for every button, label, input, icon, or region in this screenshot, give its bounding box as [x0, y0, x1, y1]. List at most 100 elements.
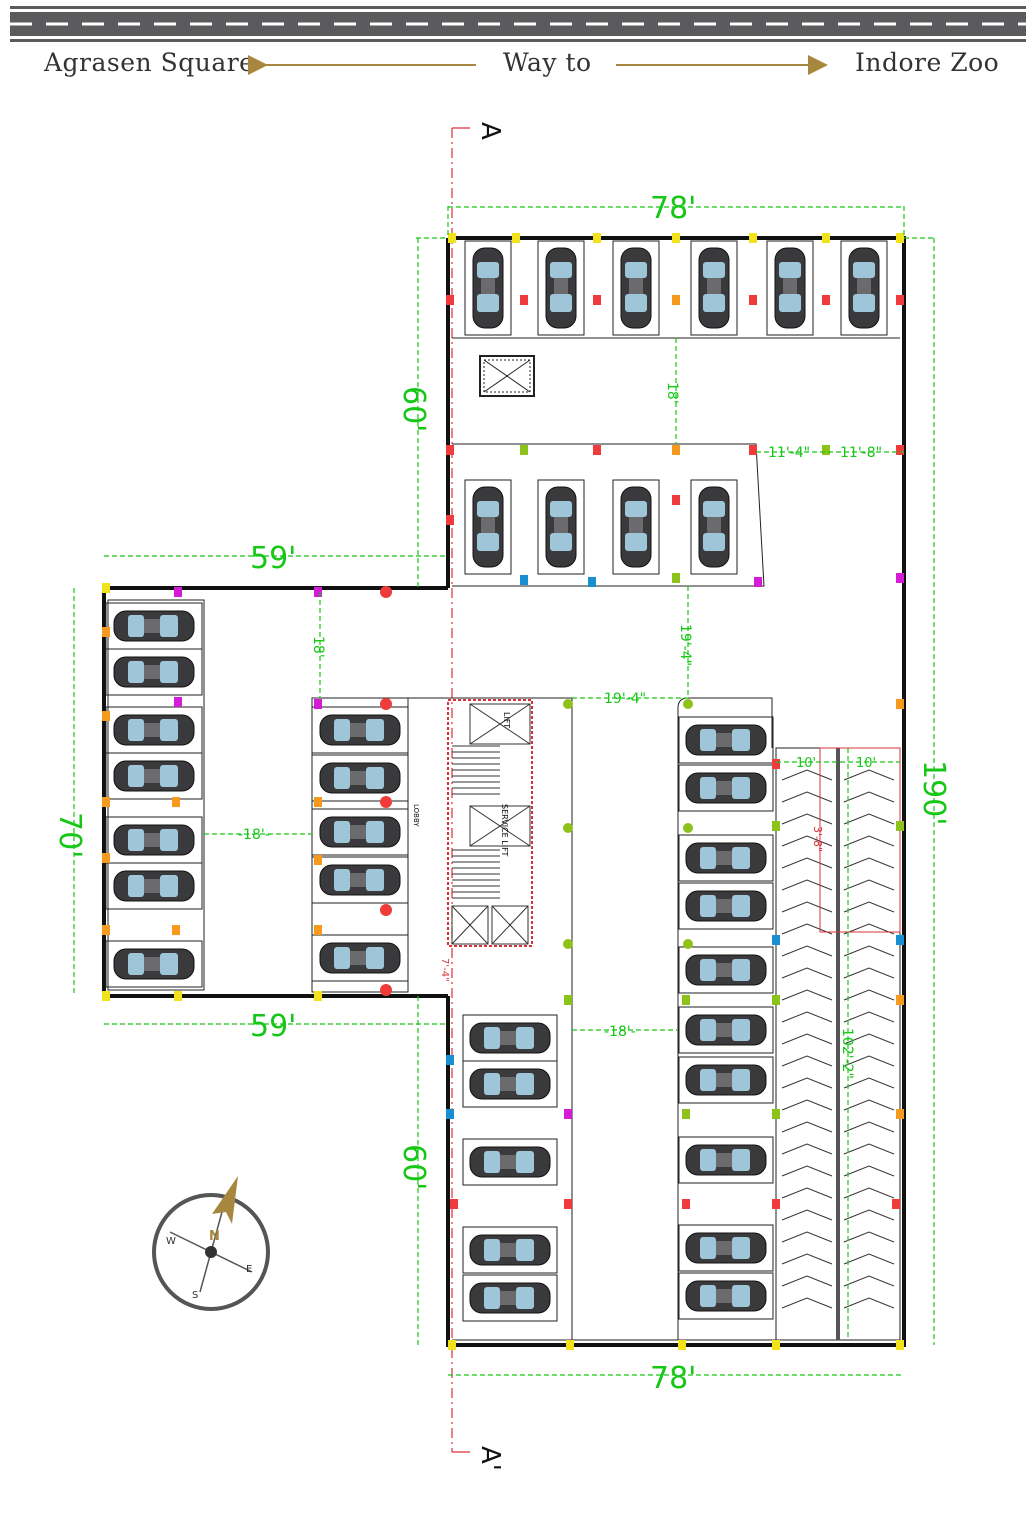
- column: [896, 1109, 904, 1119]
- column: [896, 445, 904, 455]
- dim-ramp-right: 11'-8": [840, 445, 882, 461]
- parking-bay: [311, 808, 409, 856]
- car: [698, 486, 730, 568]
- parking-bay: [464, 479, 512, 575]
- compass-n: N: [209, 1229, 220, 1244]
- column-round: [380, 984, 392, 996]
- column: [896, 995, 904, 1005]
- car: [545, 247, 577, 329]
- parking-bay: [678, 882, 774, 930]
- car: [469, 1022, 551, 1054]
- parking-bay: [311, 706, 409, 754]
- column: [564, 1199, 572, 1209]
- column-round: [380, 586, 392, 598]
- dim-right-height: 190': [916, 760, 951, 826]
- dim-ramp-lane-right: 10': [856, 756, 876, 771]
- column: [896, 821, 904, 831]
- column-round: [380, 698, 392, 710]
- car: [113, 824, 195, 856]
- column: [172, 797, 180, 807]
- parking-bay: [690, 479, 738, 575]
- column: [896, 295, 904, 305]
- car: [685, 954, 767, 986]
- car: [469, 1068, 551, 1100]
- column: [446, 445, 454, 455]
- dim-bottom-width: 78': [650, 1361, 696, 1396]
- car: [113, 760, 195, 792]
- column: [749, 295, 757, 305]
- column: [749, 445, 757, 455]
- car: [113, 948, 195, 980]
- car: [319, 714, 401, 746]
- car: [620, 247, 652, 329]
- dim-top-drive: 18': [664, 382, 680, 404]
- place-indore-zoo: Indore Zoo: [855, 48, 1000, 77]
- column: [102, 627, 110, 637]
- column: [672, 233, 680, 243]
- parking-bay: [612, 479, 660, 575]
- column: [564, 1109, 572, 1119]
- column: [520, 295, 528, 305]
- column: [450, 1199, 458, 1209]
- parking-bay: [690, 240, 738, 336]
- parking-bay: [462, 1060, 558, 1108]
- way-to-label: Way to: [503, 48, 592, 77]
- column-round: [563, 823, 573, 833]
- dim-center-horizontal: 19'-4": [604, 691, 646, 707]
- column: [896, 233, 904, 243]
- column: [512, 233, 520, 243]
- dim-top-width: 78': [650, 191, 696, 226]
- car: [685, 1280, 767, 1312]
- duct-box: [479, 355, 535, 397]
- parking-bay: [678, 834, 774, 882]
- car: [319, 816, 401, 848]
- column: [672, 295, 680, 305]
- dim-wing-top: 59': [250, 541, 296, 576]
- dim-core-side: 7'-4": [439, 958, 450, 982]
- parking-bay: [678, 946, 774, 994]
- parking-bay: [678, 716, 774, 764]
- column-round: [683, 699, 693, 709]
- column: [772, 1340, 780, 1350]
- column: [174, 587, 182, 597]
- column: [446, 1109, 454, 1119]
- parking-bay: [537, 240, 585, 336]
- lobby-label: LOBBY: [412, 804, 420, 827]
- parking-bays: [105, 240, 888, 1322]
- building-walls: [102, 236, 906, 1347]
- column: [896, 573, 904, 583]
- car: [848, 247, 880, 329]
- car: [685, 1014, 767, 1046]
- column: [314, 855, 322, 865]
- dim-wing-height: 70': [52, 812, 87, 858]
- car: [685, 842, 767, 874]
- parking-bay: [105, 940, 203, 988]
- car: [685, 724, 767, 756]
- column: [682, 995, 690, 1005]
- dim-wing-drive-vertical: 18': [310, 636, 326, 658]
- column: [772, 935, 780, 945]
- car: [472, 247, 504, 329]
- column: [174, 697, 182, 707]
- column: [892, 1199, 900, 1209]
- column: [822, 295, 830, 305]
- column: [593, 233, 601, 243]
- parking-bay: [105, 648, 203, 696]
- section-label-bottom: A': [475, 1446, 505, 1471]
- column-round: [683, 823, 693, 833]
- parking-bay: [678, 1006, 774, 1054]
- column: [520, 445, 528, 455]
- parking-bay: [766, 240, 814, 336]
- dim-wing-drive: -18'-: [238, 827, 270, 843]
- column: [446, 515, 454, 525]
- car: [469, 1234, 551, 1266]
- car: [685, 772, 767, 804]
- car: [685, 890, 767, 922]
- column: [672, 573, 680, 583]
- column: [682, 1199, 690, 1209]
- dim-lower-drive: -18'-: [604, 1024, 636, 1040]
- road-strip: [10, 6, 1026, 42]
- dim-wing-bottom: 59': [250, 1009, 296, 1044]
- car: [685, 1144, 767, 1176]
